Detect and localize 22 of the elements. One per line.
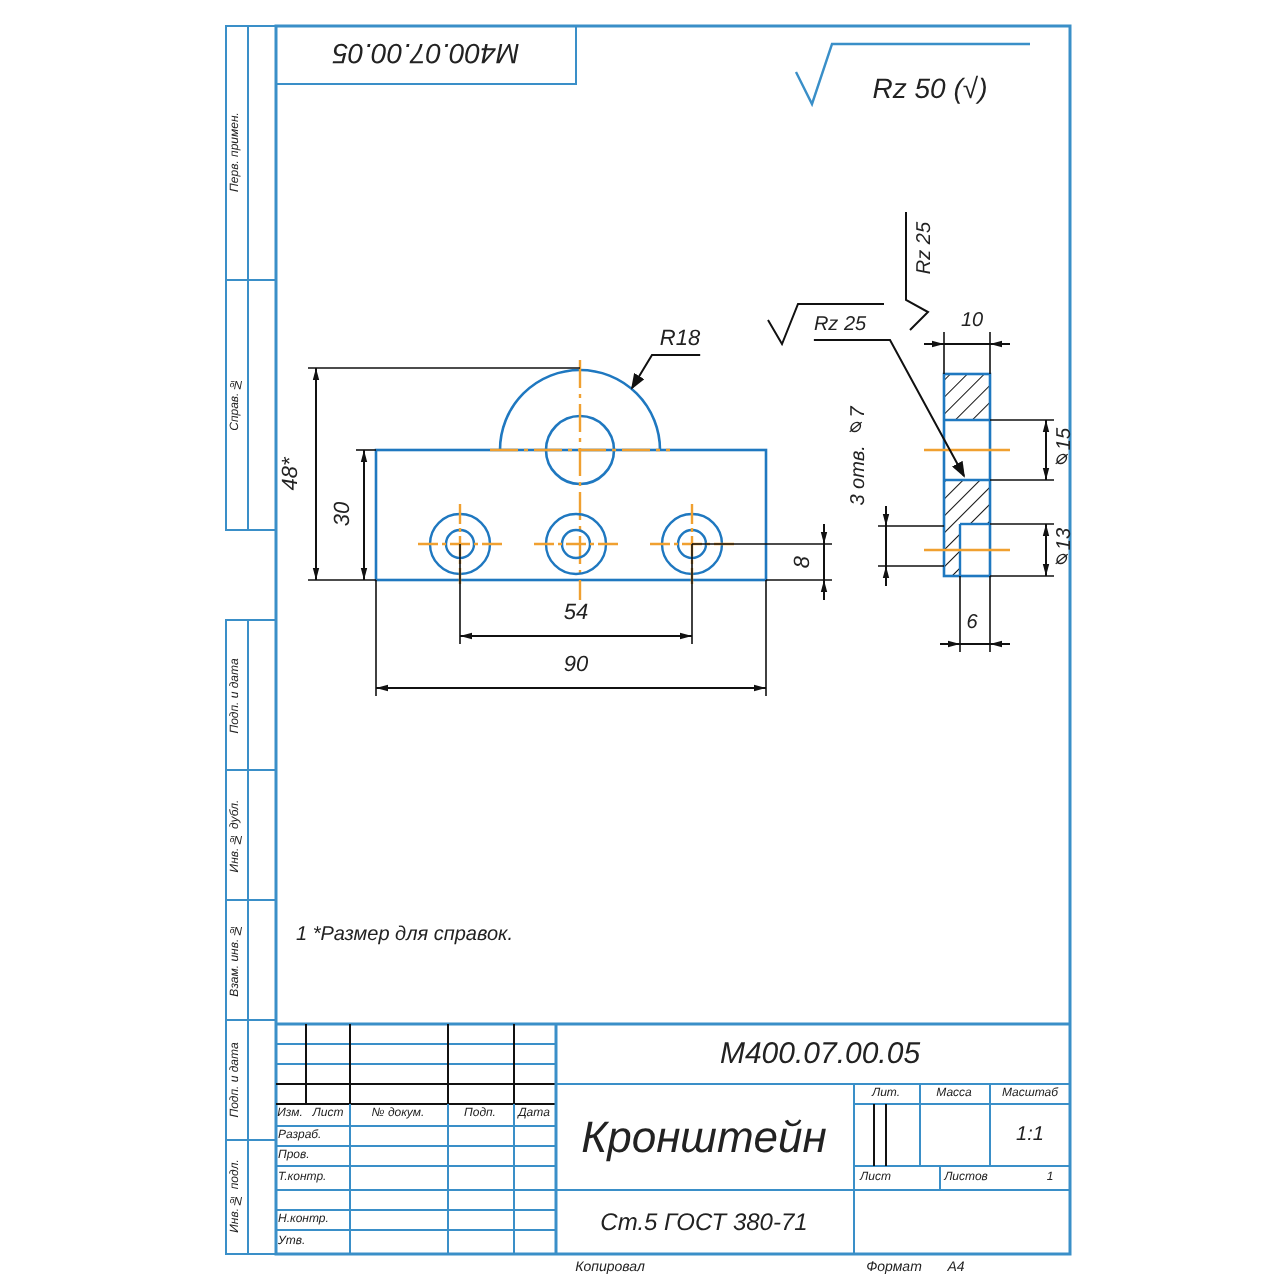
- radius-dimension-value: R18: [659, 329, 701, 351]
- part-name: Кронштейн: [581, 1116, 827, 1160]
- dimension-value: 30: [333, 501, 355, 527]
- leader-line: [812, 339, 965, 478]
- dimension-value: 8: [793, 555, 815, 569]
- material-text: Ст.5 ГОСТ 380-71: [600, 1210, 808, 1234]
- roughness-value: Rz 25: [916, 221, 936, 275]
- dimension-value: 54: [563, 603, 589, 625]
- roughness-note: Rz 50 (√): [872, 74, 988, 102]
- dimension-value: 48*: [281, 457, 303, 491]
- dimension-value: ⌀13: [1056, 527, 1076, 573]
- leader-line: [630, 354, 702, 390]
- drawing-number: М400.07.00.05: [719, 1039, 921, 1069]
- note-text: 1 *Размер для справок.: [296, 926, 514, 946]
- dimension-value: 6: [966, 614, 978, 634]
- scale-value: 1:1: [1016, 1126, 1044, 1146]
- roughness-value: Rz 25: [813, 316, 867, 336]
- drawing-number: М400.07.00.05: [332, 40, 520, 68]
- dimension-value: 10: [960, 312, 984, 332]
- dimension-value: 90: [563, 655, 589, 677]
- dimension-value: 3 отв. ⌀7: [850, 406, 870, 506]
- dimension-value: ⌀15: [1056, 427, 1076, 473]
